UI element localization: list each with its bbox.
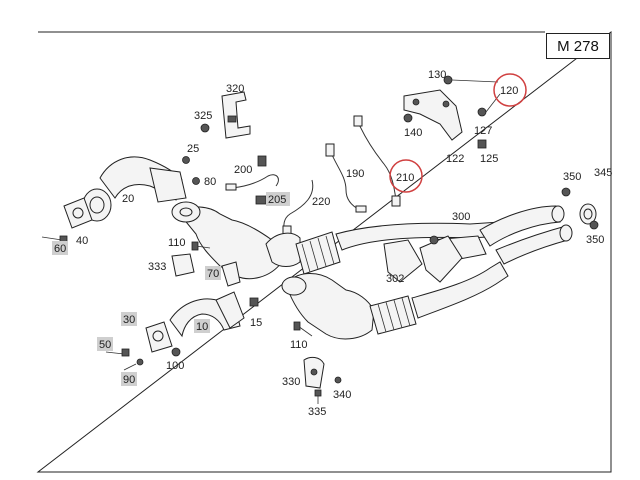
callout-110-upper: 110	[168, 237, 186, 249]
callout-circle-120	[493, 73, 527, 107]
nut-25	[182, 156, 190, 164]
callout-bg-50	[97, 337, 113, 351]
callout-302: 302	[386, 273, 404, 285]
callout-350-lower: 350	[586, 234, 604, 246]
callout-60: 60	[54, 243, 66, 255]
callout-20: 20	[122, 193, 134, 205]
callout-140: 140	[404, 127, 422, 139]
callout-10: 10	[196, 321, 208, 333]
oxygen-sensor-200	[225, 155, 279, 191]
clamp-345	[579, 203, 597, 225]
callout-122: 122	[446, 153, 464, 165]
callout-bg-60	[52, 241, 68, 255]
callout-40: 40	[76, 235, 88, 247]
catalytic-converter-left	[171, 201, 301, 280]
flex-hose-upper	[295, 231, 341, 275]
oxygen-sensor-190	[325, 143, 367, 213]
callout-330: 330	[282, 376, 300, 388]
callout-15: 15	[250, 317, 262, 329]
clamp-350-lower	[589, 220, 599, 230]
front-pipe-upper	[82, 156, 187, 222]
nut-90	[136, 358, 144, 366]
nut-80	[192, 177, 200, 185]
callout-205: 205	[268, 194, 286, 206]
callout-120: 120	[500, 85, 518, 97]
nut-100	[171, 347, 181, 357]
callout-220: 220	[312, 196, 330, 208]
clip-205	[255, 195, 267, 205]
callout-30: 30	[123, 314, 135, 326]
bracket-333	[171, 253, 195, 277]
callout-340: 340	[333, 389, 351, 401]
callout-350-upper: 350	[563, 171, 581, 183]
clamp-350-upper	[561, 187, 571, 197]
clip-70	[221, 261, 241, 287]
callout-25: 25	[187, 143, 199, 155]
front-pipe-lower	[169, 291, 245, 338]
bolt-125	[477, 139, 487, 149]
heat-shield-302	[383, 235, 463, 283]
bolt-335	[314, 389, 322, 397]
gasket-40	[63, 197, 93, 229]
callout-bg-30	[121, 312, 137, 326]
gasket-30	[145, 321, 173, 353]
callout-190: 190	[346, 168, 364, 180]
callout-125: 125	[480, 153, 498, 165]
callout-200: 200	[234, 164, 252, 176]
callout-130: 130	[428, 69, 446, 81]
model-label: M 278	[546, 33, 610, 59]
callout-300: 300	[452, 211, 470, 223]
callout-bg-70	[205, 266, 221, 280]
intermediate-pipe-lower	[411, 261, 509, 319]
callout-325: 325	[194, 110, 212, 122]
callout-210: 210	[396, 172, 414, 184]
callout-bg-90	[121, 372, 137, 386]
catalytic-converter-right	[281, 273, 375, 340]
bracket-320	[200, 91, 251, 139]
bracket-122	[403, 89, 463, 141]
bolt-110-lower	[293, 321, 301, 331]
callout-100: 100	[166, 360, 184, 372]
flex-hose-lower	[369, 295, 417, 335]
oxygen-sensor-210	[353, 115, 401, 207]
callout-circle-210	[389, 159, 423, 193]
oxygen-sensor-220	[282, 179, 314, 235]
callout-320: 320	[226, 83, 244, 95]
bolt-50	[121, 348, 130, 357]
bolt-15	[249, 297, 259, 307]
callout-bg-10	[194, 319, 210, 333]
bolt-127	[477, 107, 487, 117]
bolt-110-upper	[191, 241, 199, 251]
callout-bg-205	[266, 192, 290, 206]
callout-345: 345	[594, 167, 612, 179]
callout-70: 70	[207, 268, 219, 280]
callout-90: 90	[123, 374, 135, 386]
callout-110-lower: 110	[290, 339, 308, 351]
callout-80: 80	[204, 176, 216, 188]
callout-127: 127	[474, 125, 492, 137]
callout-333: 333	[148, 261, 166, 273]
callout-335: 335	[308, 406, 326, 418]
bolt-340	[334, 376, 342, 384]
callout-50: 50	[99, 339, 111, 351]
